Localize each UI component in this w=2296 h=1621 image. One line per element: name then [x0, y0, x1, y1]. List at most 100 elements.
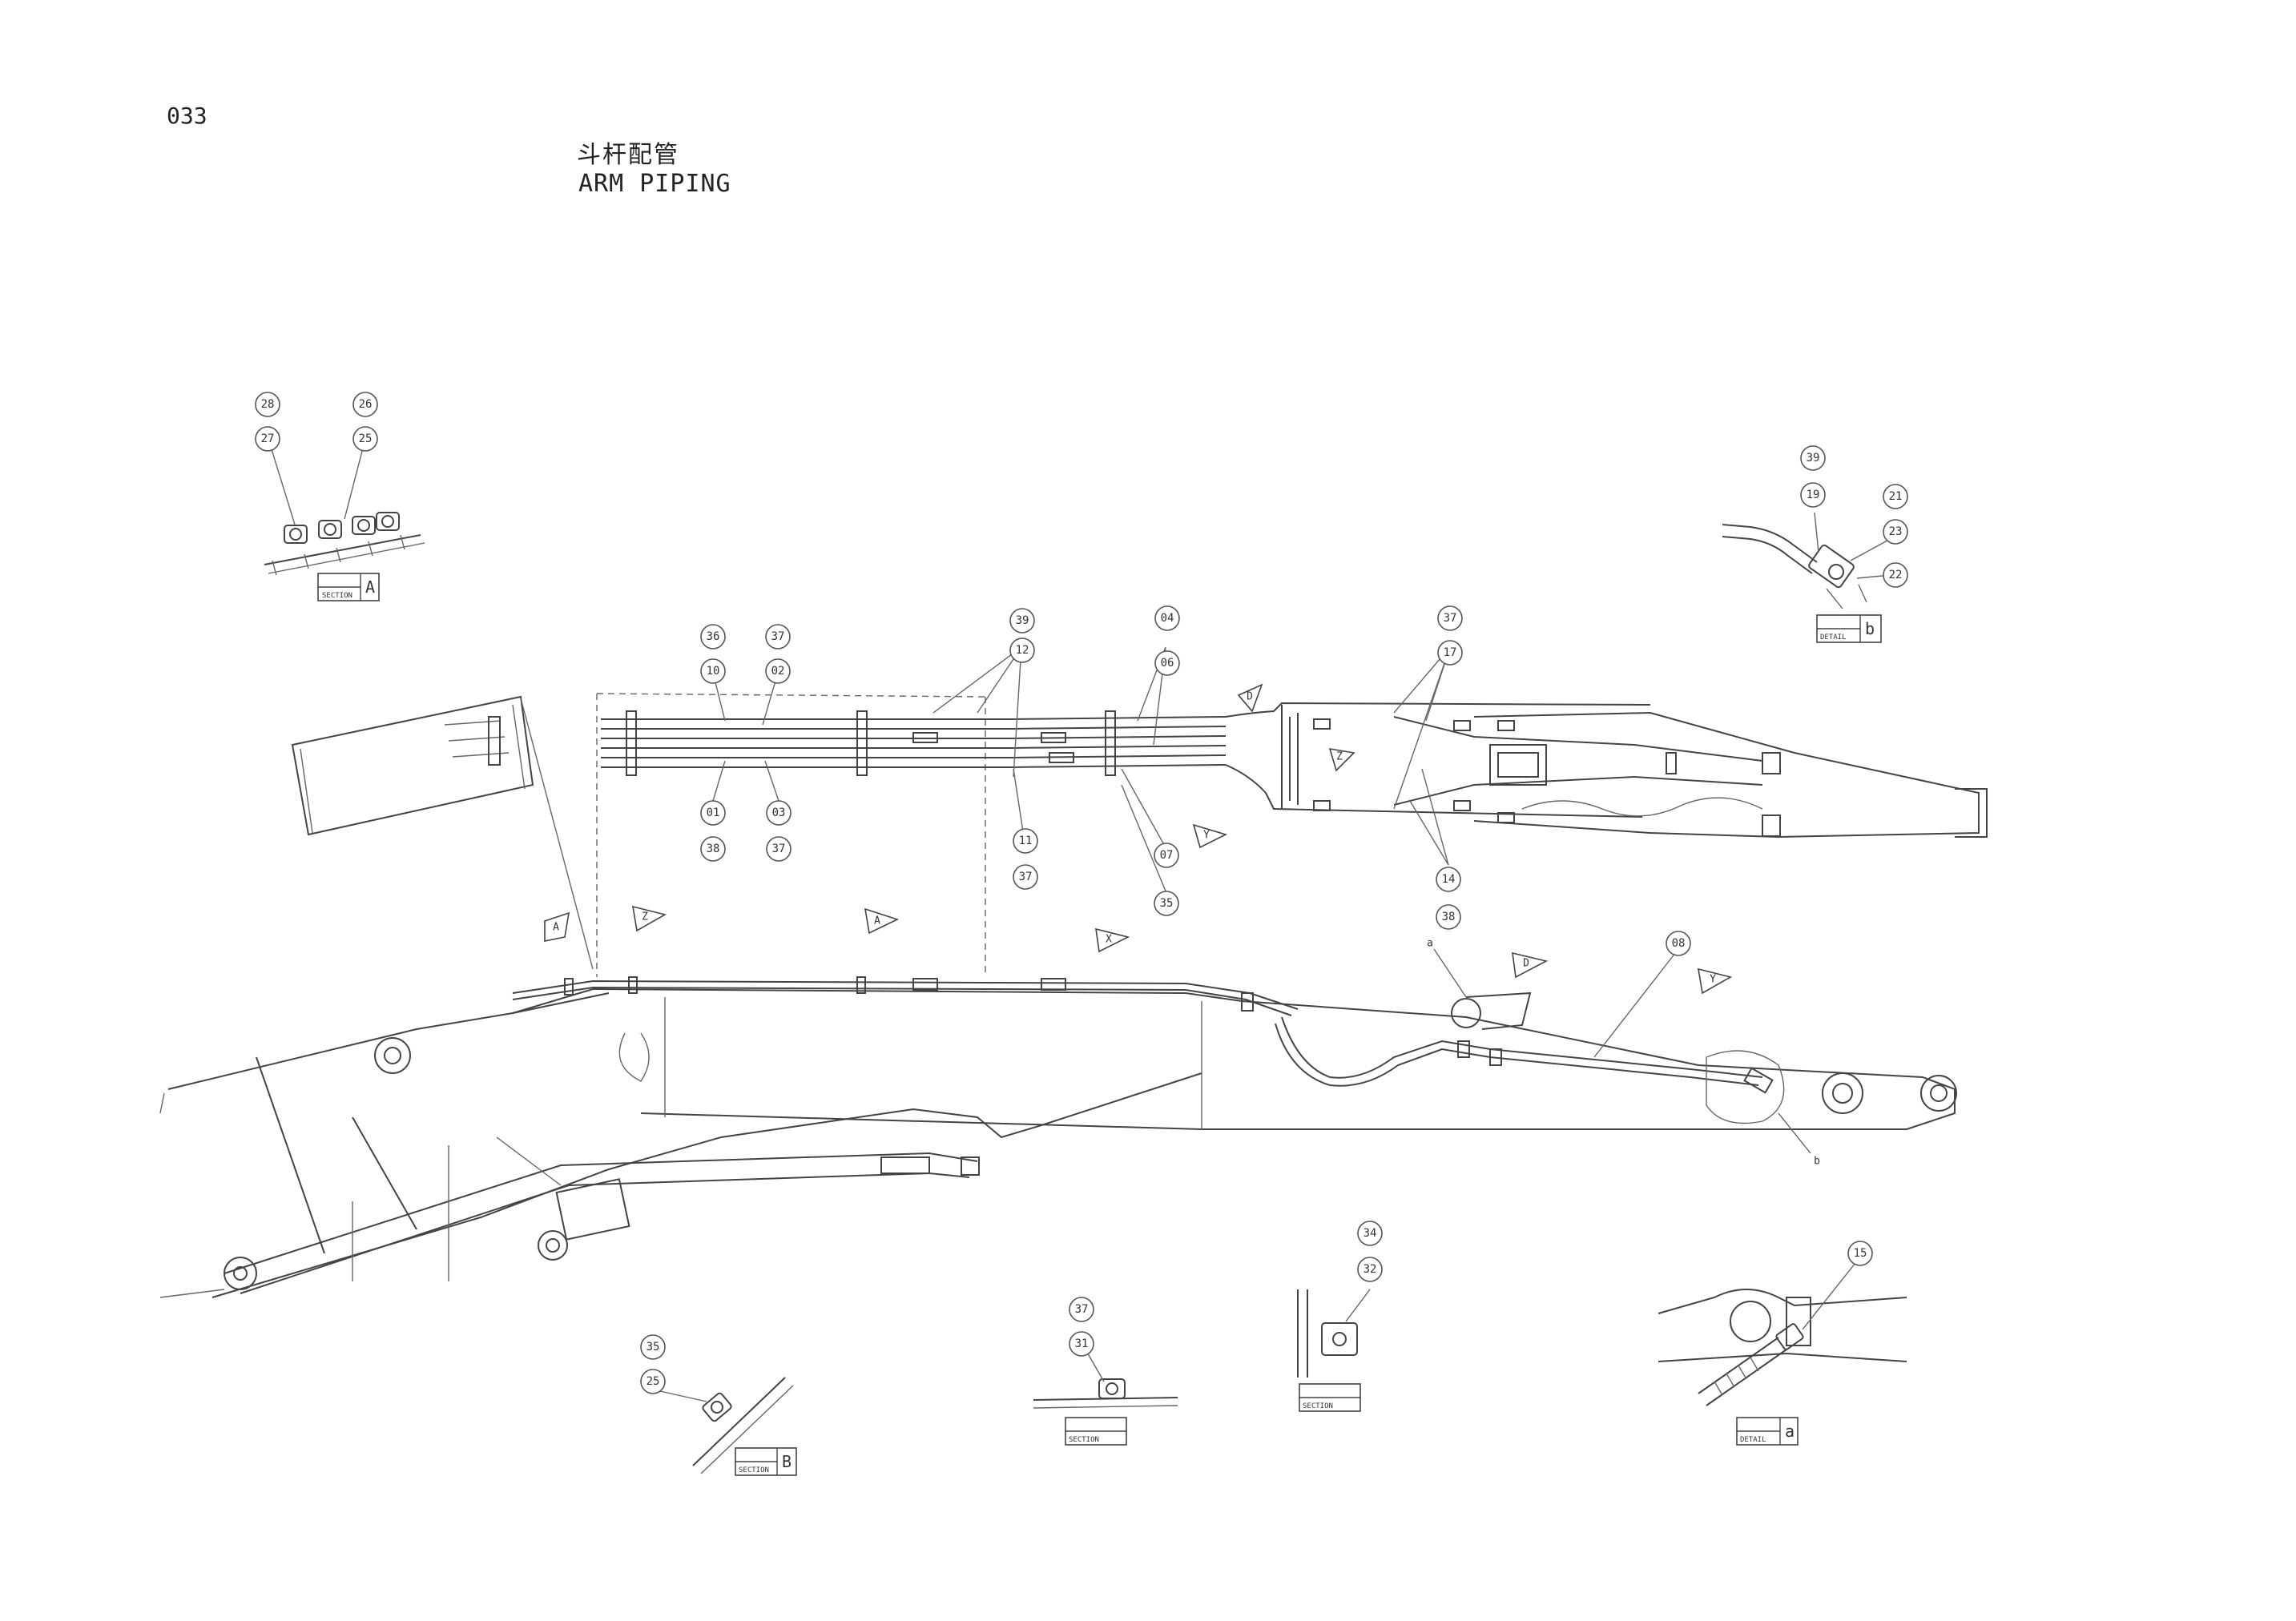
callout-det-b-23: 23 [1883, 519, 1908, 545]
svg-text:D: D [1247, 691, 1253, 703]
svg-text:32: 32 [1364, 1263, 1377, 1276]
callout-main-36: 36 [700, 624, 726, 650]
svg-text:03: 03 [772, 806, 786, 819]
section-d-tag: SECTION [1299, 1383, 1361, 1412]
svg-text:37: 37 [1019, 871, 1033, 883]
svg-text:14: 14 [1442, 873, 1456, 886]
svg-text:35: 35 [1160, 897, 1174, 910]
svg-text:06: 06 [1161, 657, 1174, 670]
callout-main-02: 02 [765, 658, 791, 684]
svg-text:SECTION: SECTION [322, 592, 352, 600]
callout-main-38a: 38 [700, 836, 726, 862]
view-marker-5: D [1237, 683, 1263, 713]
view-marker-6: Y [1192, 823, 1228, 849]
callout-main-37d: 37 [1437, 605, 1463, 631]
svg-text:08: 08 [1672, 937, 1686, 950]
svg-text:04: 04 [1161, 612, 1174, 625]
svg-text:SECTION: SECTION [1069, 1436, 1099, 1444]
svg-text:25: 25 [647, 1375, 660, 1388]
section-b-tag: SECTION B [735, 1447, 797, 1476]
svg-text:Y: Y [1203, 830, 1210, 842]
svg-text:22: 22 [1889, 569, 1903, 581]
svg-text:a: a [1427, 938, 1433, 950]
svg-text:28: 28 [261, 398, 275, 411]
svg-text:39: 39 [1807, 452, 1820, 465]
svg-text:31: 31 [1075, 1337, 1089, 1350]
callout-main-04: 04 [1154, 605, 1180, 631]
detail-a-tag: DETAIL a [1736, 1417, 1799, 1446]
detail-b-tag: DETAIL b [1816, 614, 1882, 643]
callout-sec-a-28: 28 [255, 392, 280, 417]
callout-det-b-19: 19 [1800, 482, 1826, 508]
svg-text:17: 17 [1444, 646, 1457, 659]
svg-text:SECTION: SECTION [1303, 1402, 1333, 1410]
svg-text:37: 37 [1444, 612, 1457, 625]
svg-text:12: 12 [1016, 644, 1029, 657]
callout-main-03: 03 [766, 800, 792, 826]
svg-text:A: A [874, 915, 880, 927]
section-a-view [264, 438, 425, 576]
callout-det-a-15: 15 [1847, 1241, 1873, 1266]
section-c-tag: SECTION [1065, 1417, 1127, 1446]
svg-text:26: 26 [359, 398, 373, 411]
svg-text:Z: Z [642, 911, 648, 923]
svg-text:19: 19 [1807, 489, 1820, 501]
callout-sec-b-25: 25 [640, 1369, 666, 1394]
svg-text:37: 37 [771, 630, 785, 643]
section-c-view [1033, 1345, 1178, 1409]
svg-text:39: 39 [1016, 614, 1029, 627]
view-marker-7: Z [1328, 748, 1355, 772]
callout-sec-d-34: 34 [1357, 1221, 1383, 1246]
svg-text:A: A [553, 922, 559, 934]
detail-b-view [1722, 512, 1895, 609]
label-main-a: a [1427, 938, 1433, 950]
svg-text:DETAIL: DETAIL [1820, 634, 1847, 642]
svg-text:21: 21 [1889, 490, 1903, 503]
svg-text:b: b [1865, 619, 1875, 638]
callout-sec-d-32: 32 [1357, 1257, 1383, 1282]
section-a-tag: SECTION A [317, 573, 380, 601]
svg-text:27: 27 [261, 432, 275, 445]
svg-text:02: 02 [771, 665, 785, 678]
arm-side-view [159, 948, 1957, 1298]
title-chinese: 斗杆配管 [577, 141, 679, 169]
svg-text:DETAIL: DETAIL [1740, 1436, 1766, 1444]
callout-main-14: 14 [1436, 867, 1461, 892]
callout-main-37b: 37 [766, 836, 792, 862]
svg-text:A: A [365, 577, 375, 597]
callout-det-b-39: 39 [1800, 445, 1826, 471]
svg-text:X: X [1106, 934, 1112, 946]
callout-sec-c-37: 37 [1069, 1297, 1094, 1322]
callout-main-37c: 37 [1013, 864, 1038, 890]
svg-text:D: D [1523, 958, 1529, 970]
svg-text:38: 38 [1442, 911, 1456, 923]
callout-main-39: 39 [1009, 608, 1035, 634]
svg-text:36: 36 [707, 630, 720, 643]
view-marker-2: Z [632, 905, 667, 932]
callout-sec-b-35: 35 [640, 1334, 666, 1360]
view-marker-1: A [544, 911, 570, 942]
callout-main-10: 10 [700, 658, 726, 684]
svg-text:37: 37 [772, 843, 786, 855]
svg-text:SECTION: SECTION [739, 1466, 769, 1474]
callout-main-06: 06 [1154, 650, 1180, 676]
svg-text:35: 35 [647, 1341, 660, 1354]
view-marker-8: D [1512, 951, 1549, 979]
callout-sec-a-26: 26 [352, 392, 378, 417]
view-marker-3: A [864, 907, 900, 935]
svg-text:07: 07 [1160, 849, 1174, 862]
label-main-b: b [1814, 1156, 1820, 1168]
view-marker-4: X [1095, 927, 1130, 953]
callout-sec-a-25: 25 [352, 426, 378, 452]
callout-main-08: 08 [1666, 931, 1691, 956]
view-marker-9: Y [1698, 967, 1733, 995]
svg-text:15: 15 [1854, 1247, 1867, 1260]
detail-a-view [1658, 1258, 1907, 1406]
svg-text:Z: Z [1336, 751, 1343, 763]
svg-text:Y: Y [1710, 974, 1716, 986]
svg-text:34: 34 [1364, 1227, 1377, 1240]
callout-main-01: 01 [700, 800, 726, 826]
svg-text:a: a [1785, 1422, 1795, 1441]
title-english: ARM PIPING [578, 170, 731, 198]
